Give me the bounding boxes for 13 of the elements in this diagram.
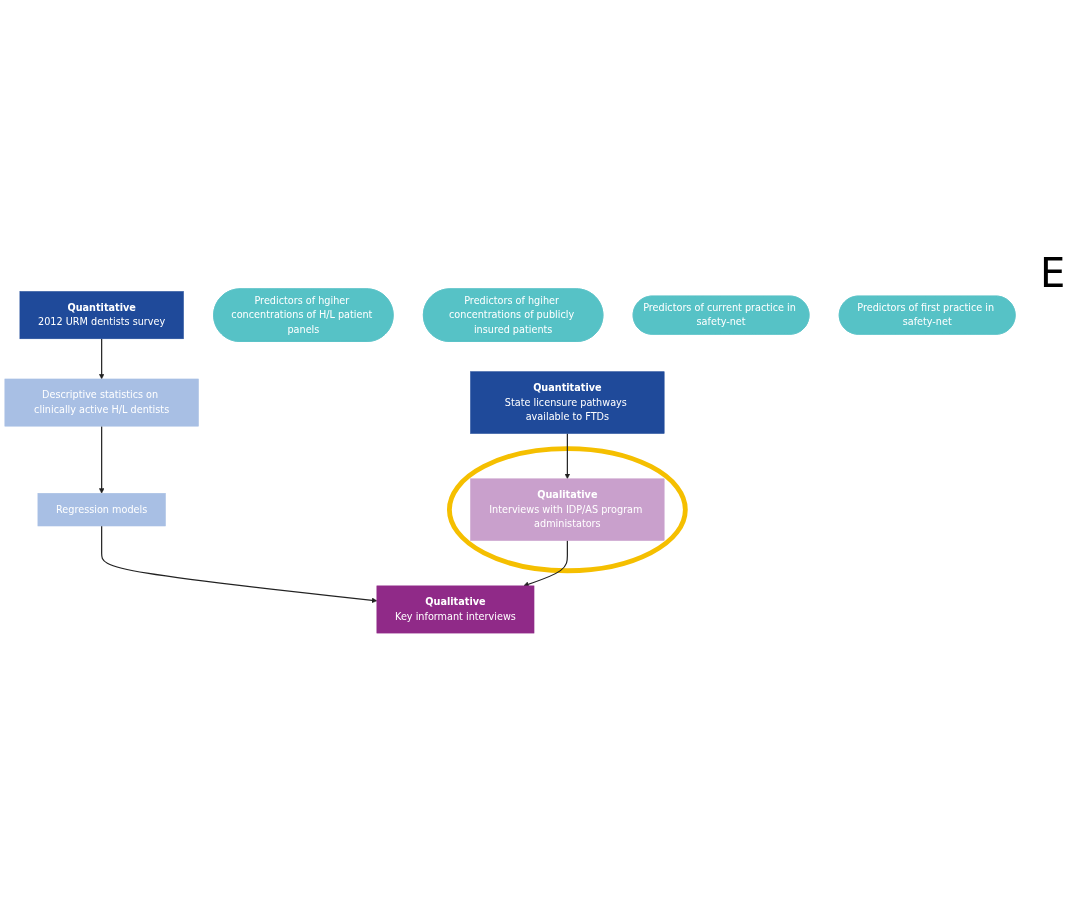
- cut-off-heading: E: [1040, 250, 1067, 296]
- node-box: Descriptive statistics on clinically active H/L dentists: [4, 378, 199, 426]
- arrow: [99, 337, 105, 379]
- arrow: [564, 432, 571, 479]
- node-box: Qualitative Interviews with IDP/AS program administators: [470, 478, 665, 541]
- node-box: Qualitative Key informant interviews: [376, 585, 535, 633]
- arrow: [523, 539, 568, 587]
- arrow: [101, 524, 378, 603]
- node-box: Quantitative State licensure pathways available to FTDs: [470, 370, 665, 434]
- arrow: [99, 425, 105, 494]
- node-box: Regression models: [37, 492, 166, 526]
- cluster: [446, 445, 688, 573]
- node-box: Quantitative 2012 URM dentists survey: [19, 290, 184, 339]
